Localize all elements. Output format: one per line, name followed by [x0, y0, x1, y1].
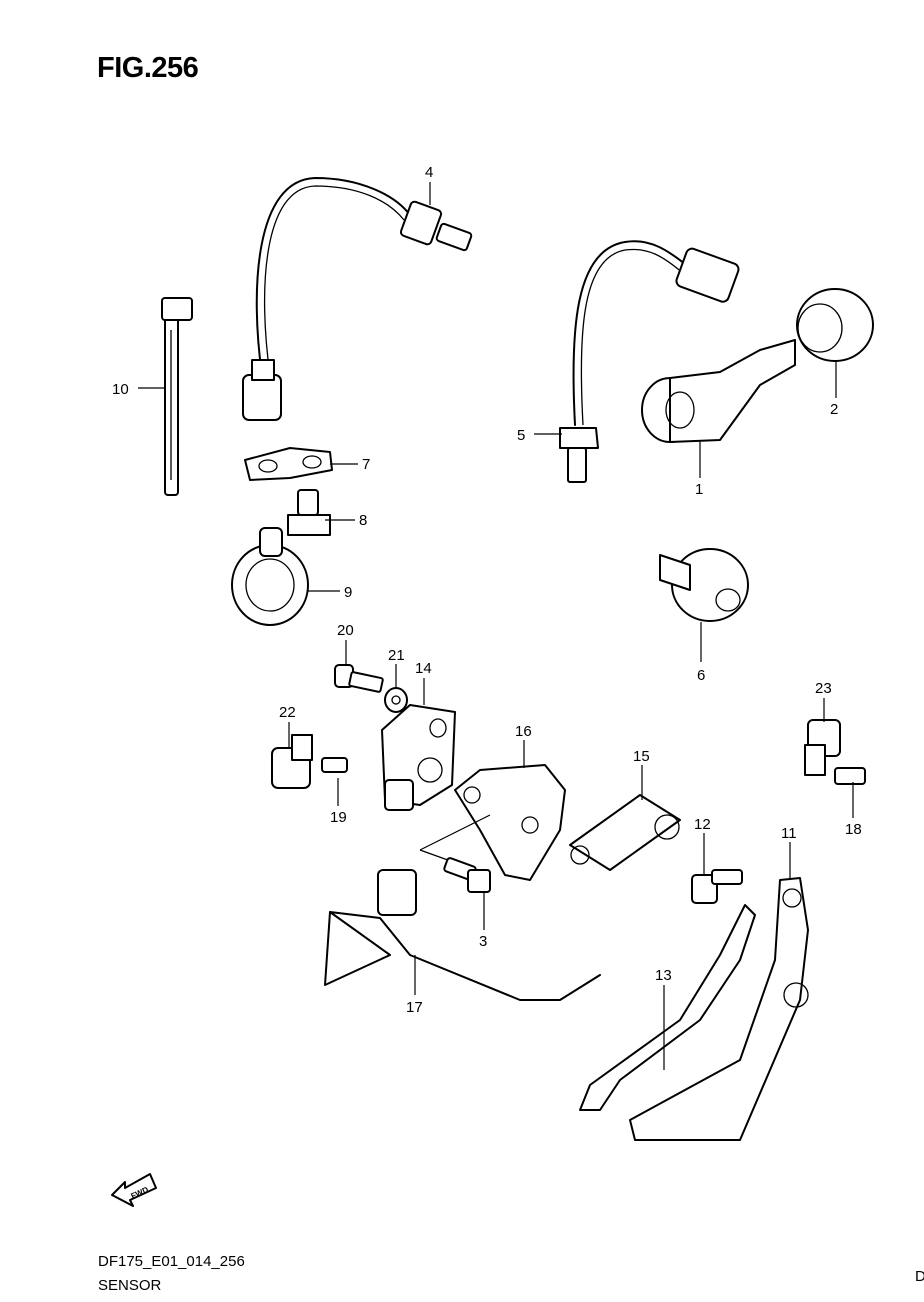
part-7-clamp [244, 447, 333, 481]
part-8-bolt [287, 489, 331, 536]
footer-name: SENSOR [98, 1277, 162, 1294]
part-15-link [569, 794, 681, 871]
part-12-bolt [691, 869, 743, 904]
part-4-sensor-cable [242, 177, 473, 421]
part-22-clip [271, 734, 313, 789]
part-21-washer [384, 687, 408, 713]
part-13-lever [579, 904, 756, 1111]
callout-19: 19 [330, 809, 347, 826]
callout-9: 9 [344, 584, 352, 601]
part-10-cable-tie [161, 297, 193, 496]
part-3-bolt [443, 857, 491, 893]
callout-22: 22 [279, 704, 296, 721]
callout-17: 17 [406, 999, 423, 1016]
part-11-bracket [629, 877, 809, 1141]
callout-7: 7 [362, 456, 370, 473]
callout-15: 15 [633, 748, 650, 765]
part-19-screw [321, 757, 348, 773]
callout-6: 6 [697, 667, 705, 684]
callout-13: 13 [655, 967, 672, 984]
callout-23: 23 [815, 680, 832, 697]
part-6-knock-sensor [659, 548, 749, 622]
figure-title: FIG.256 [97, 52, 199, 84]
callout-12: 12 [694, 816, 711, 833]
part-18-screw [834, 767, 866, 785]
callout-18: 18 [845, 821, 862, 838]
corner-mark: D [915, 1268, 924, 1285]
fwd-arrow-icon: FWD [111, 1173, 157, 1207]
part-16-bracket [419, 764, 566, 881]
part-5-sensor-cable [559, 240, 740, 483]
part-2-grommet [796, 288, 874, 362]
footer-code: DF175_E01_014_256 [98, 1253, 245, 1270]
callout-8: 8 [359, 512, 367, 529]
part-17-harness [324, 869, 601, 1001]
part-23-clip [804, 719, 841, 776]
callout-11: 11 [781, 825, 797, 842]
callout-1: 1 [695, 481, 703, 498]
part-1-sensor [641, 339, 796, 443]
callout-10: 10 [112, 381, 129, 398]
callout-5: 5 [517, 427, 525, 444]
callout-16: 16 [515, 723, 532, 740]
callout-14: 14 [415, 660, 432, 677]
part-20-bolt [334, 664, 384, 693]
part-9-grommet-clip [231, 527, 309, 626]
callout-3: 3 [479, 933, 487, 950]
callout-4: 4 [425, 164, 433, 181]
callout-20: 20 [337, 622, 354, 639]
part-14-position-sensor [381, 704, 456, 811]
callout-21: 21 [388, 647, 405, 664]
callout-2: 2 [830, 401, 838, 418]
